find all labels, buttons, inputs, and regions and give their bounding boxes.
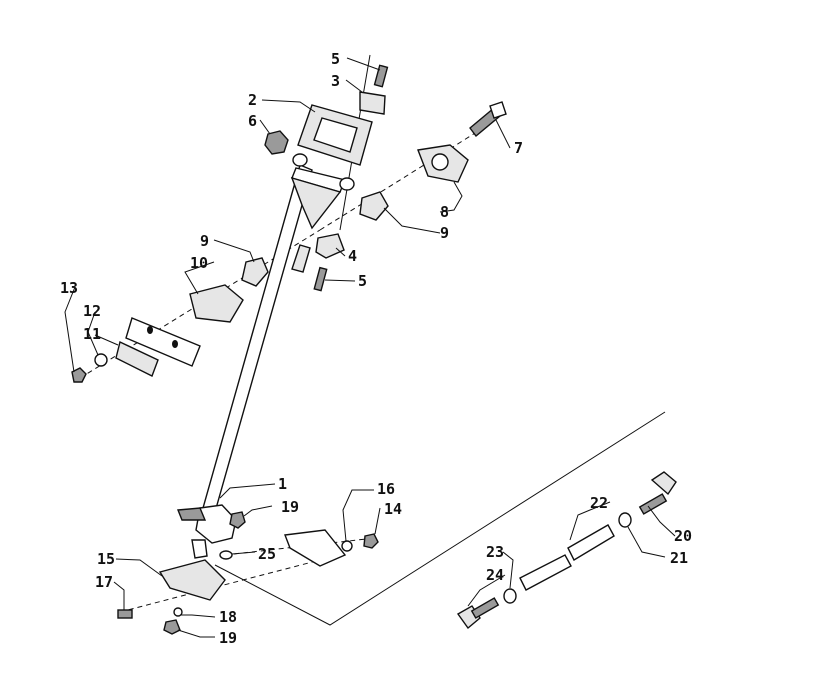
callout-label: 22 — [590, 494, 608, 512]
callout-label: 13 — [60, 279, 78, 297]
bolt-part-17 — [117, 609, 133, 619]
bolt-part-7 — [469, 101, 507, 138]
callout-label: 12 — [83, 302, 101, 320]
callout-label: 9 — [440, 224, 449, 242]
callout-label: 25 — [258, 545, 276, 563]
callout-label: 15 — [97, 550, 115, 568]
clamp-part-8 — [417, 144, 469, 183]
washer-part-18 — [173, 607, 183, 617]
cap-part — [359, 91, 386, 115]
washer-part-12 — [94, 353, 108, 367]
callout-label: 11 — [83, 325, 101, 343]
callout-label: 23 — [486, 543, 504, 561]
jam-nut-part-23 — [503, 588, 517, 604]
tie-rod-part-22 — [519, 524, 615, 591]
bracket-part-15 — [158, 559, 226, 601]
nut-part-19-lower — [163, 619, 181, 635]
reference-plane-lines — [214, 411, 666, 626]
callout-label: 7 — [514, 139, 523, 157]
callout-label: 1 — [278, 475, 287, 493]
screw-part-top — [373, 64, 389, 88]
callout-label: 24 — [486, 566, 504, 584]
callout-label: 3 — [331, 72, 340, 90]
nut-part-13 — [71, 367, 87, 383]
callout-label: 5 — [331, 50, 340, 68]
upper-clamp-block-part — [297, 104, 373, 166]
callout-label: 18 — [219, 608, 237, 626]
plate-part-11 — [115, 317, 201, 377]
bushing-part-9-left — [241, 257, 269, 287]
callout-label: 8 — [440, 203, 449, 221]
callout-label: 5 — [358, 272, 367, 290]
callout-label: 10 — [190, 254, 208, 272]
callout-label: 21 — [670, 549, 688, 567]
callout-label: 16 — [377, 480, 395, 498]
callout-leader-lines — [64, 57, 676, 638]
steering-post-part — [177, 153, 355, 559]
screw-part-mid — [313, 266, 328, 292]
clamp-part-4 — [315, 233, 345, 259]
callout-label: 17 — [95, 573, 113, 591]
nut-part-19-upper — [229, 511, 246, 529]
nut-part-14 — [363, 533, 379, 549]
lower-clamp-block-part — [189, 284, 244, 323]
bushing-part-9-right — [359, 191, 389, 221]
callout-label: 19 — [281, 498, 299, 516]
callout-label: 19 — [219, 629, 237, 647]
jam-nut-part-21 — [618, 512, 632, 528]
plate-part-lower — [284, 529, 347, 567]
callout-label: 4 — [348, 247, 357, 265]
washer-part-16 — [341, 540, 353, 552]
tie-rod-end-part-24 — [456, 597, 500, 630]
callout-label: 6 — [248, 112, 257, 130]
tie-rod-end-part-20 — [638, 471, 677, 515]
callout-label: 14 — [384, 500, 402, 518]
nut-part-6 — [264, 130, 289, 155]
callout-label: 20 — [674, 527, 692, 545]
callout-label: 2 — [248, 91, 257, 109]
washer-part-25 — [219, 550, 233, 560]
callout-label: 9 — [200, 232, 209, 250]
callout-labels: 5 3 2 6 7 8 9 4 5 9 10 13 12 11 1 19 16 … — [60, 50, 692, 647]
